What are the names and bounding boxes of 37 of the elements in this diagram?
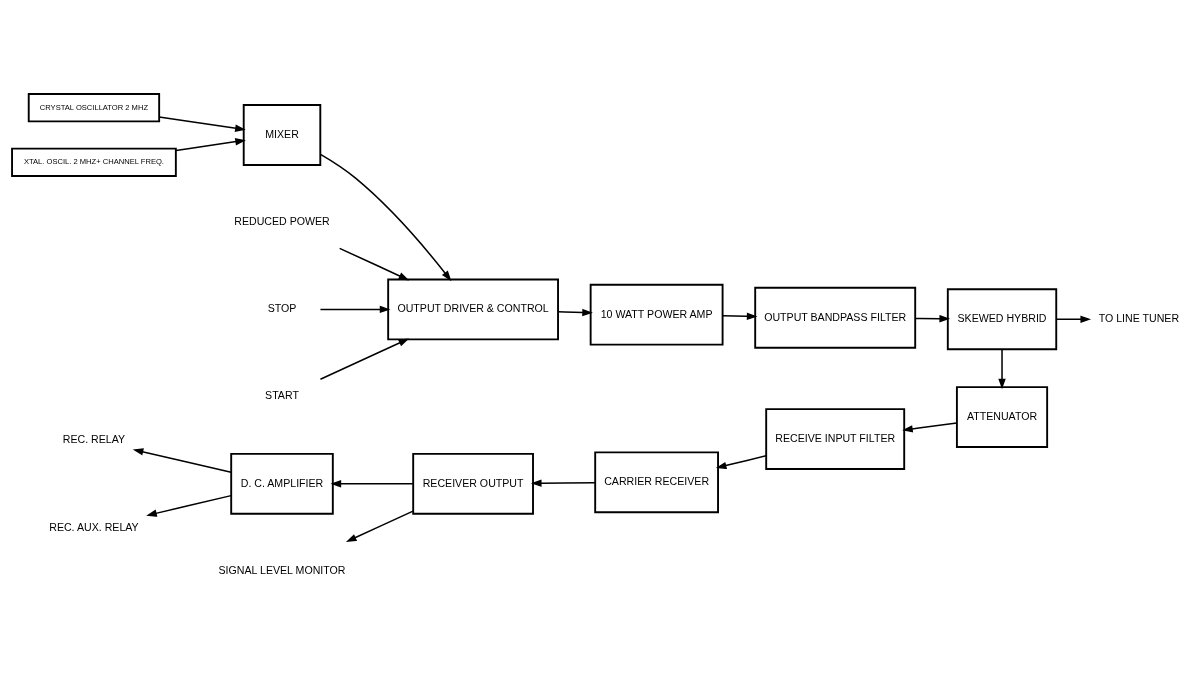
node-text: REDUCED POWER — [234, 214, 330, 227]
arrow — [722, 312, 758, 320]
arrow — [338, 247, 410, 280]
node-box: OUTPUT BANDPASS FILTER — [754, 286, 917, 349]
node-text: STOP — [267, 301, 297, 314]
arrow — [557, 308, 593, 316]
node-text: REC. AUX. RELAY — [49, 520, 139, 533]
node-box: MIXER — [242, 103, 322, 166]
node-box: CRYSTAL OSCILLATOR 2 MHZ — [27, 92, 161, 122]
node-box: XTAL. OSCIL. 2 MHZ+ CHANNEL FREQ. — [11, 147, 177, 177]
node-box: 10 WATT POWER AMP — [589, 283, 724, 346]
node-box: D. C. AMPLIFIER — [230, 452, 334, 515]
arrow — [175, 137, 246, 151]
arrow — [914, 314, 951, 322]
node-box: OUTPUT DRIVER & CONTROL — [387, 278, 559, 340]
arrow — [998, 348, 1006, 389]
arrow — [319, 337, 410, 380]
node-text: START — [265, 388, 299, 401]
node-box: SKEWED HYBRID — [946, 287, 1058, 350]
arrow — [902, 421, 958, 433]
node-box: CARRIER RECEIVER — [594, 450, 719, 513]
arrow — [1055, 315, 1092, 323]
node-box: RECEIVE INPUT FILTER — [765, 407, 906, 470]
arrow — [132, 447, 232, 473]
arrow — [146, 494, 232, 517]
node-text: REC. RELAY — [62, 432, 126, 445]
arrow — [530, 479, 596, 487]
arrow — [319, 153, 452, 281]
arrow — [715, 454, 767, 469]
arrow — [158, 115, 246, 132]
node-box: RECEIVER OUTPUT — [412, 452, 534, 515]
arrow — [319, 305, 391, 313]
arrow — [330, 479, 414, 488]
node-text: TO LINE TUNER — [1098, 311, 1180, 324]
node-box: ATTENUATOR — [955, 385, 1049, 448]
arrow — [345, 509, 414, 542]
node-text: SIGNAL LEVEL MONITOR — [218, 563, 346, 576]
